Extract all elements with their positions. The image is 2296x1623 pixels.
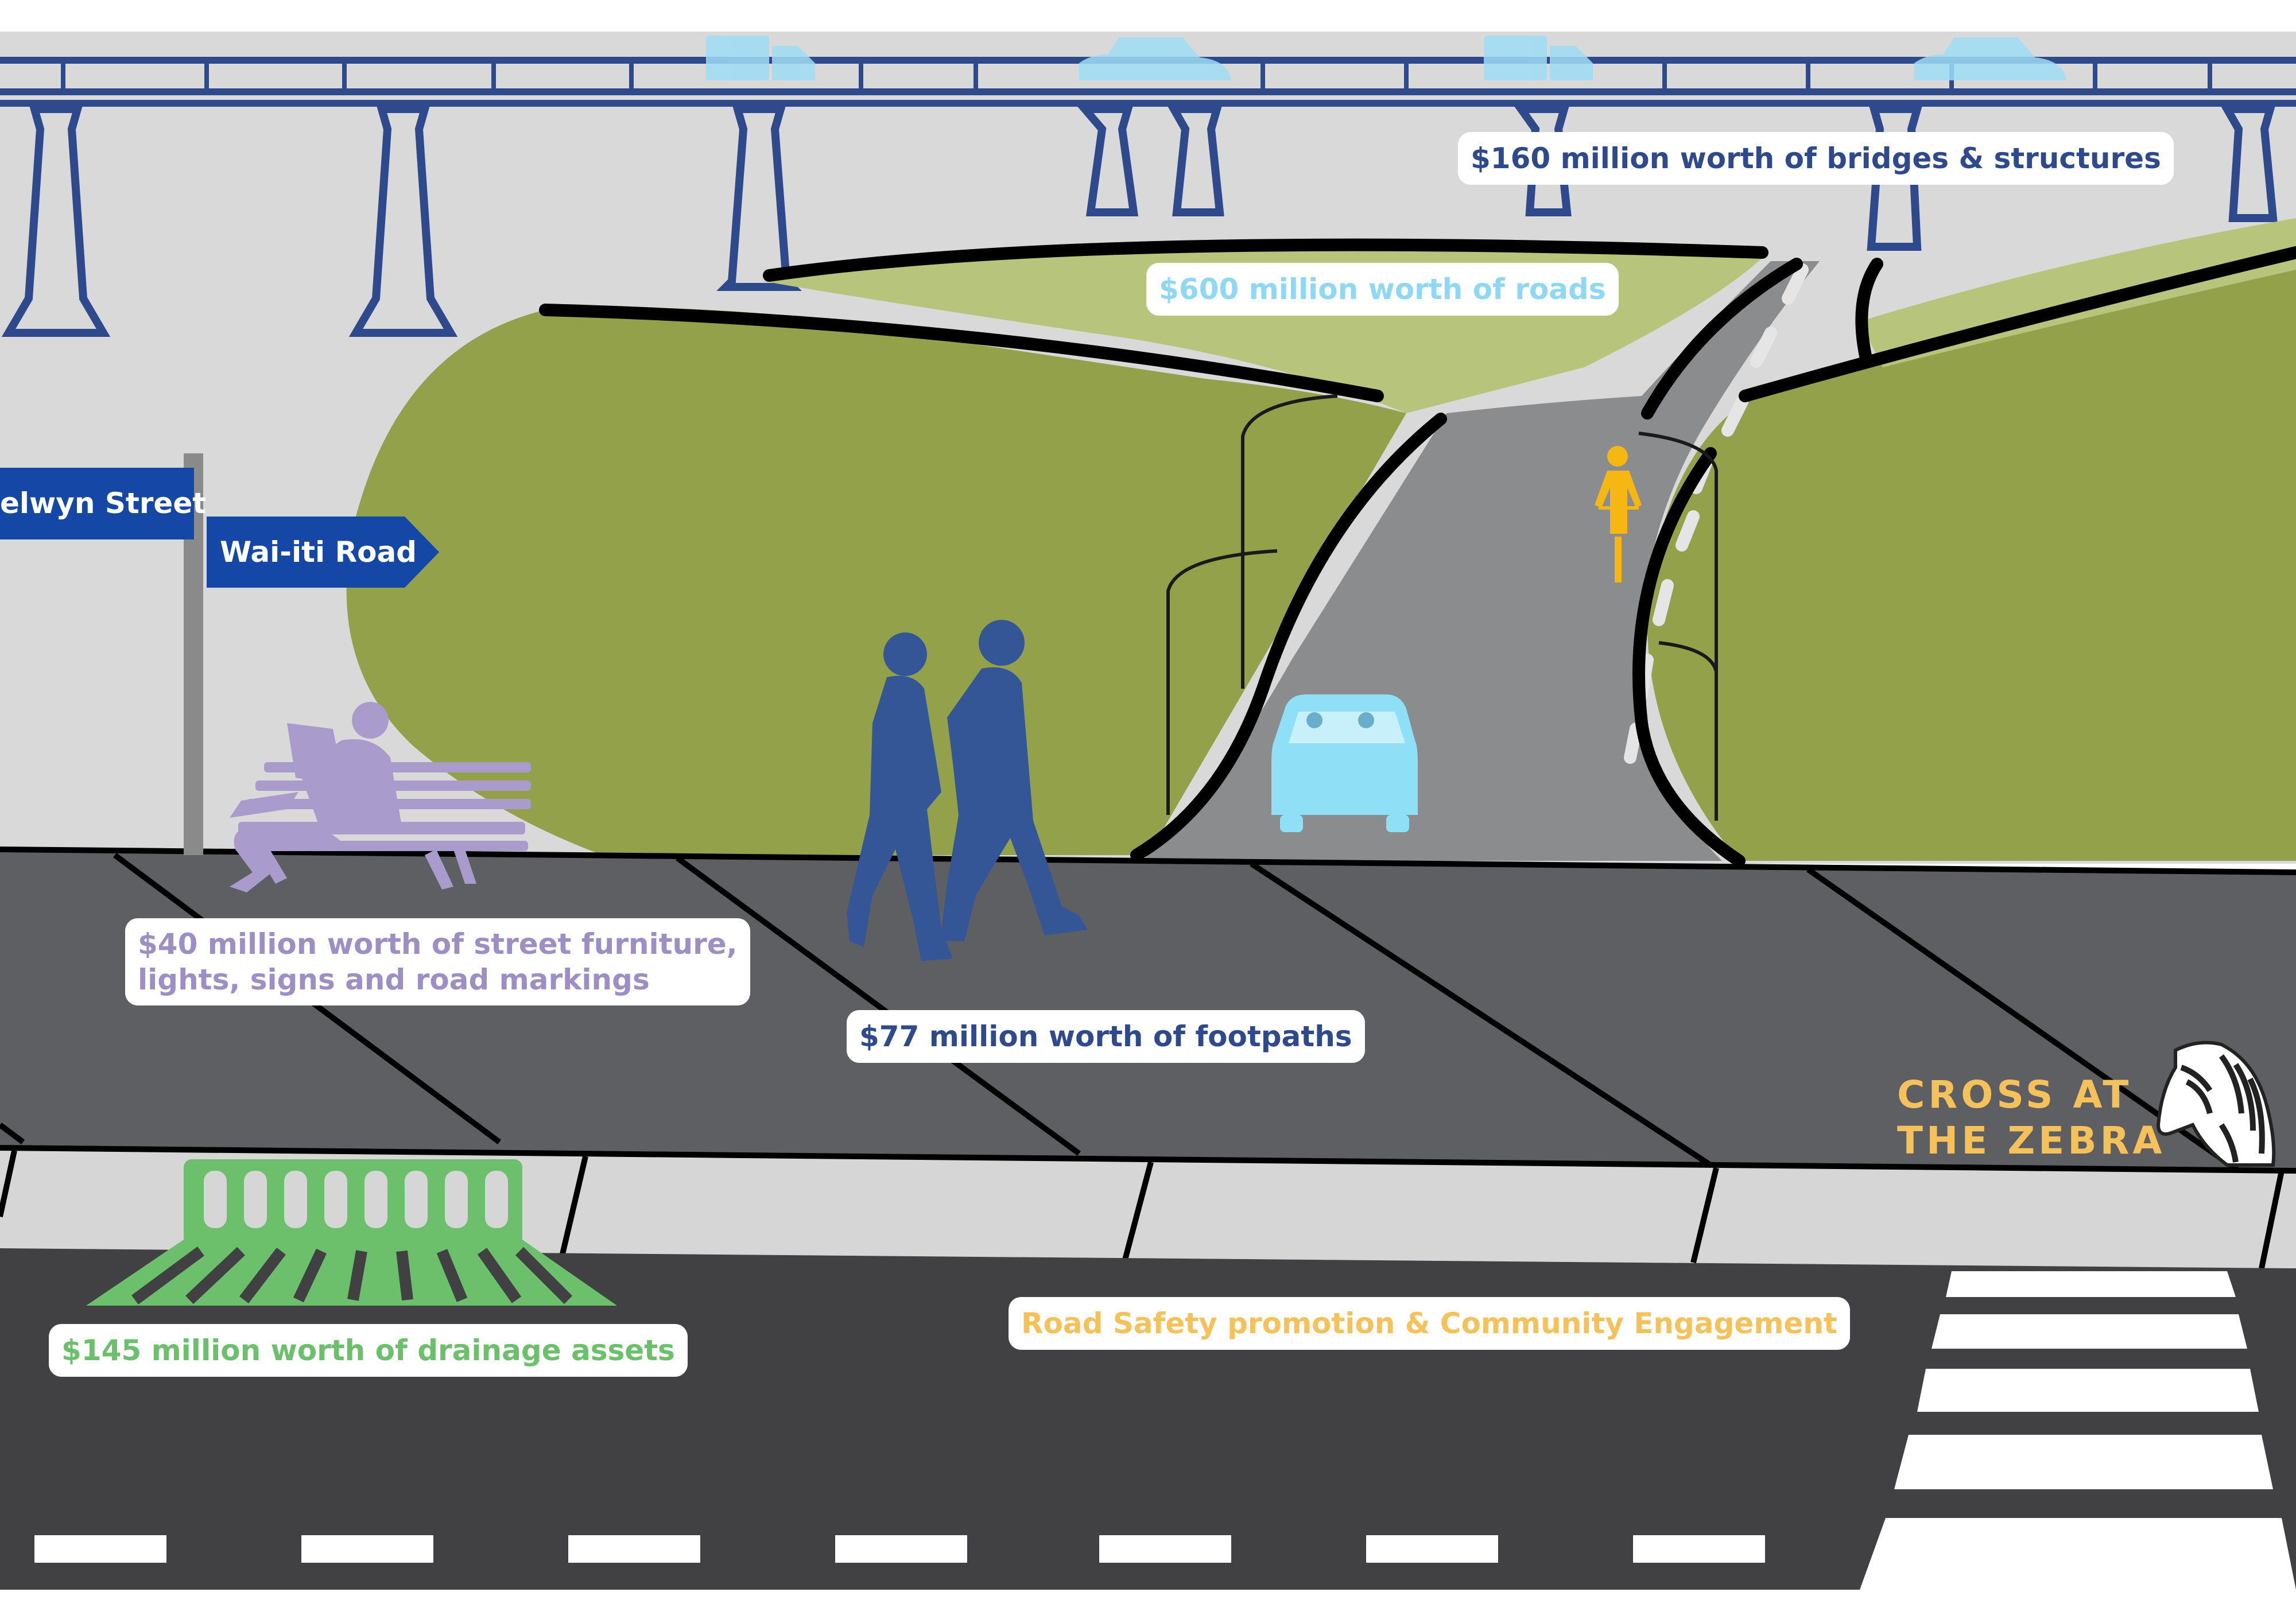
kerb-joints — [0, 1145, 2296, 1269]
truck-icon — [706, 36, 815, 80]
street-sign-1 — [0, 468, 194, 539]
hill-outlines — [539, 238, 2296, 867]
car-icon — [1914, 37, 2066, 80]
car-icon — [1079, 37, 1231, 80]
zebra-icon — [2156, 1040, 2276, 1167]
label-street-furniture-line2: lights, signs and road markings — [138, 963, 650, 996]
label-road-safety: Road Safety promotion & Community Engage… — [1009, 1297, 1850, 1350]
label-drainage: $145 million worth of drainage assets — [49, 1324, 688, 1377]
label-street-furniture-line1: $40 million worth of street furniture, — [138, 927, 738, 961]
label-roads: $600 million worth of roads — [1146, 263, 1619, 316]
street-sign-wai-iti: Wai-iti Road — [220, 535, 417, 569]
street-sign-2 — [207, 517, 439, 588]
drain-grate-icon — [86, 1159, 617, 1306]
label-street-furniture: $40 million worth of street furniture, l… — [125, 918, 750, 1005]
car-icon — [1271, 694, 1418, 832]
lane-markings — [34, 1535, 1765, 1563]
label-bridges: $160 million worth of bridges & structur… — [1458, 132, 2174, 185]
zebra-crossing — [1860, 1271, 2296, 1590]
label-footpaths: $77 million worth of footpaths — [847, 1010, 1365, 1063]
bench-reader-icon — [230, 702, 531, 892]
street-sign-elwyn: elwyn Street — [0, 487, 207, 520]
zebra-slogan-line1: CROSS AT — [1897, 1073, 2132, 1117]
cyclist-icon — [1595, 446, 1642, 583]
truck-icon — [1484, 36, 1593, 80]
zebra-slogan: CROSS AT THE ZEBRA — [1897, 1072, 2165, 1164]
pedestrians-icon — [847, 620, 1088, 961]
bridge-piers — [1, 105, 2278, 337]
road-center-dashes — [1624, 263, 1809, 764]
bridge-vehicles — [706, 36, 2066, 80]
zebra-slogan-line2: THE ZEBRA — [1897, 1119, 2166, 1163]
street-light-icon — [1166, 394, 1718, 821]
kerb — [0, 1148, 2296, 1268]
hill-left — [346, 308, 1406, 855]
hill-right — [1647, 241, 2296, 861]
